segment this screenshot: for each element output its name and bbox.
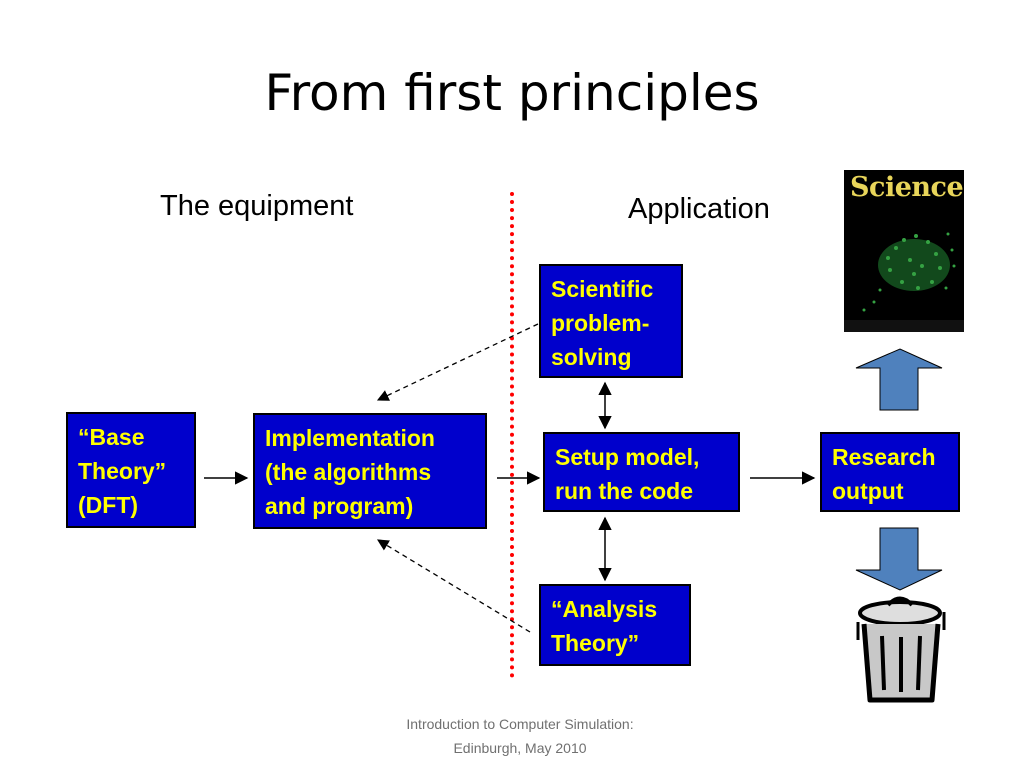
dotted-divider — [510, 192, 514, 678]
implementation-box: Implementation (the algorithms and progr… — [253, 413, 487, 529]
implementation-line-3: and program) — [265, 493, 414, 519]
cover-artwork — [844, 232, 964, 332]
scientific-line-3: solving — [551, 344, 632, 370]
dashed-arrow-scientific-to-implementation — [376, 323, 539, 401]
dashed-arrow-analysis-to-implementation — [376, 539, 531, 633]
base-theory-box: “Base Theory” (DFT) — [66, 412, 196, 528]
analysis-line-2: Theory” — [551, 630, 640, 656]
implementation-line-2: (the algorithms — [265, 459, 432, 485]
science-cover-image: Science — [844, 170, 964, 332]
base-theory-line-1: “Base — [78, 424, 145, 450]
base-theory-line-2: Theory” — [78, 458, 167, 484]
slide-footer: Introduction to Computer Simulation: Edi… — [360, 712, 680, 760]
scientific-line-1: Scientific — [551, 276, 654, 302]
application-heading: Application — [628, 193, 770, 225]
analysis-line-1: “Analysis — [551, 596, 658, 622]
scientific-line-2: problem- — [551, 310, 650, 336]
setup-line-1: Setup model, — [555, 444, 700, 470]
footer-line-2: Edinburgh, May 2010 — [453, 740, 587, 756]
setup-line-2: run the code — [555, 478, 694, 504]
analysis-theory-box: “Analysis Theory” — [539, 584, 691, 666]
scientific-problem-box: Scientific problem- solving — [539, 264, 683, 378]
science-cover-title: Science — [850, 172, 964, 203]
equipment-heading: The equipment — [160, 190, 354, 222]
research-line-2: output — [832, 478, 904, 504]
implementation-line-1: Implementation — [265, 425, 435, 451]
research-line-1: Research — [832, 444, 936, 470]
base-theory-line-3: (DFT) — [78, 492, 139, 518]
footer-line-1: Introduction to Computer Simulation: — [406, 716, 634, 732]
research-output-box: Research output — [820, 432, 960, 512]
slide-title: From first principles — [264, 64, 760, 122]
trash-can-icon — [856, 596, 946, 703]
setup-model-box: Setup model, run the code — [543, 432, 740, 512]
down-block-arrow — [855, 527, 943, 591]
up-block-arrow — [855, 348, 943, 411]
